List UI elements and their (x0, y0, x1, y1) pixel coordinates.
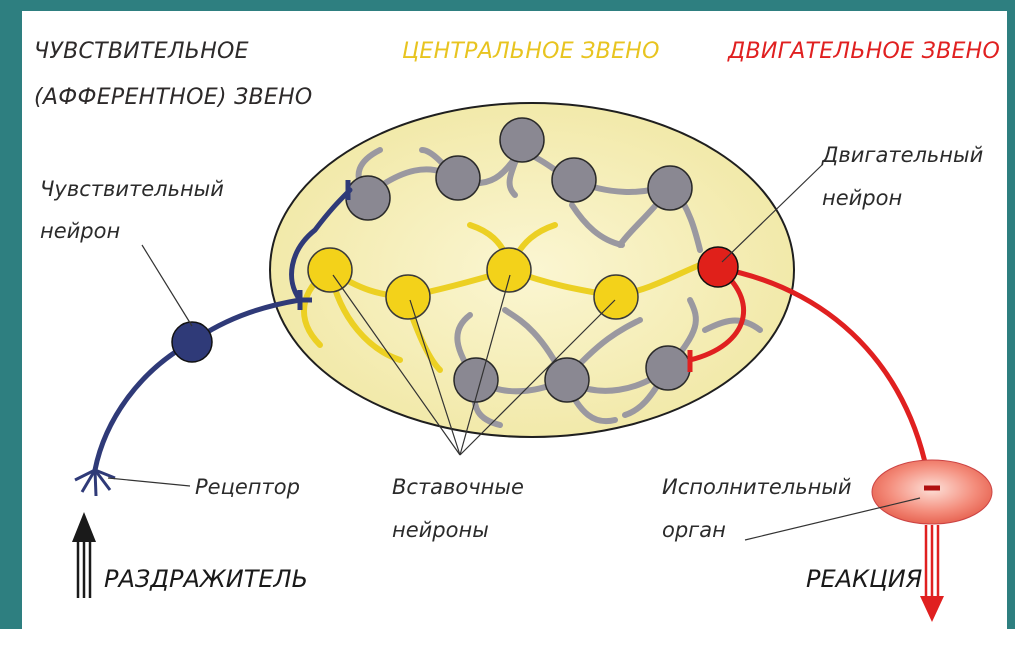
label-sensory-neuron-line2: нейрон (40, 219, 120, 243)
gray-interneuron (648, 166, 692, 210)
label-effector-line2: орган (662, 518, 726, 542)
receptor-endings (75, 470, 115, 496)
yellow-interneuron (386, 275, 430, 319)
header-afferent-line1: ЧУВСТВИТЕЛЬНОЕ (34, 39, 249, 64)
gray-interneuron (545, 358, 589, 402)
yellow-interneuron (487, 248, 531, 292)
label-effector-line1: Исполнительный (662, 475, 852, 499)
label-sensory-neuron-line1: Чувствительный (40, 177, 224, 201)
effector-organ (872, 460, 992, 524)
gray-interneuron (346, 176, 390, 220)
gray-interneuron (646, 346, 690, 390)
label-receptor: Рецептор (195, 475, 300, 499)
yellow-interneuron (594, 275, 638, 319)
label-motor-neuron-line2: нейрон (822, 186, 902, 210)
gray-interneuron (436, 156, 480, 200)
gray-interneuron (552, 158, 596, 202)
sensory-neuron-body (172, 322, 212, 362)
label-motor-neuron-line1: Двигательный (821, 143, 983, 167)
reaction-arrow (926, 525, 938, 598)
header-motor: ДВИГАТЕЛЬНОЕ ЗВЕНО (727, 39, 1000, 64)
header-afferent-line2: (АФФЕРЕНТНОЕ) ЗВЕНО (34, 85, 313, 110)
stimulus-arrow-head (72, 512, 96, 542)
label-interneurons-line2: нейроны (392, 518, 489, 542)
yellow-interneuron (308, 248, 352, 292)
gray-interneuron (500, 118, 544, 162)
sensory-dendrite (95, 342, 192, 470)
stimulus-arrow (78, 540, 90, 598)
label-stimulus: РАЗДРАЖИТЕЛЬ (104, 565, 308, 593)
label-reaction: РЕАКЦИЯ (806, 565, 923, 593)
reaction-arrow-head (920, 596, 944, 622)
header-central: ЦЕНТРАЛЬНОЕ ЗВЕНО (402, 39, 660, 64)
label-interneurons-line1: Вставочные (392, 475, 524, 499)
